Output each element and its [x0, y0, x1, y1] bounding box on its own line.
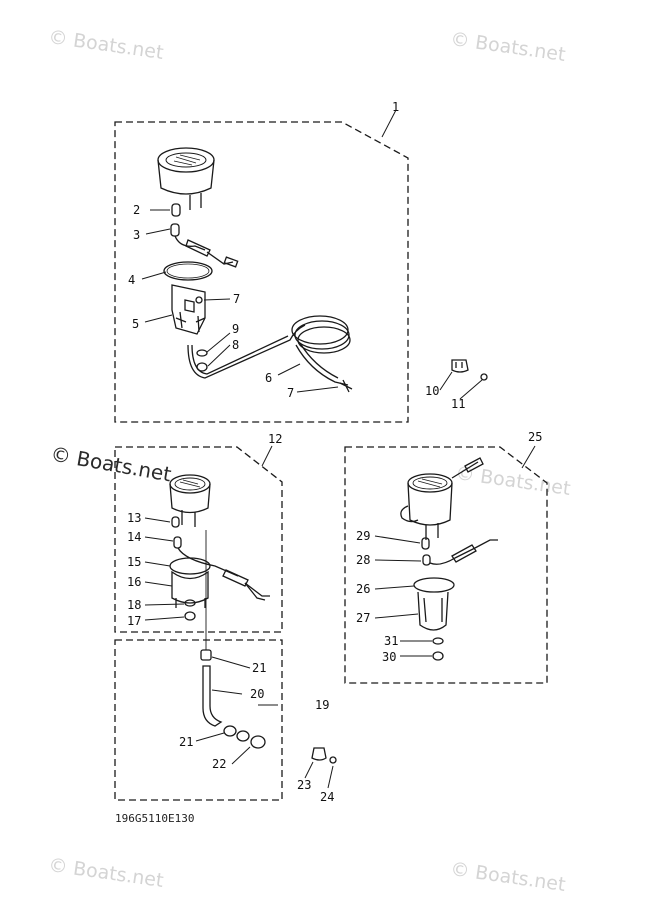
diagram-code: 196G5110E130 — [115, 812, 195, 825]
callout-23: 23 — [297, 778, 312, 792]
group-box-12 — [114, 446, 283, 633]
callout-7a: 7 — [233, 292, 241, 306]
nut-17 — [184, 611, 196, 621]
leader-lines — [141, 109, 536, 789]
meter-gauge-25 — [400, 457, 484, 540]
callout-19: 19 — [315, 698, 330, 712]
callout-12: 12 — [268, 432, 283, 446]
callout-31: 31 — [384, 634, 399, 648]
clip-23 — [311, 747, 327, 761]
callout-6: 6 — [265, 371, 273, 385]
lead-wire-14 — [173, 536, 270, 601]
lead-wire-28 — [422, 539, 498, 566]
bracket-16 — [171, 570, 209, 608]
washer-9 — [196, 349, 208, 357]
callout-21b: 21 — [179, 735, 194, 749]
callout-5: 5 — [132, 317, 140, 331]
callout-4: 4 — [128, 273, 136, 287]
callout-28: 28 — [356, 553, 371, 567]
bulb-13 — [171, 516, 180, 528]
washer-18 — [184, 599, 196, 607]
callout-25: 25 — [528, 430, 543, 444]
clip-10 — [451, 359, 469, 373]
bracket-27 — [417, 591, 449, 631]
fitting-21b — [223, 725, 237, 737]
callout-30: 30 — [382, 650, 397, 664]
washer-31 — [432, 637, 444, 645]
callout-24: 24 — [320, 790, 335, 804]
o-ring-4 — [163, 261, 213, 281]
callout-18: 18 — [127, 598, 142, 612]
callout-29: 29 — [356, 529, 371, 543]
callout-13: 13 — [127, 511, 142, 525]
fitting-7b — [339, 379, 353, 393]
fitting-21a — [200, 649, 212, 661]
o-ring-15 — [169, 557, 211, 575]
bracket-5 — [171, 284, 206, 335]
bulb-29 — [421, 537, 430, 550]
callout-9: 9 — [232, 322, 240, 336]
group-box-25 — [344, 446, 548, 684]
meter-gauge-12 — [169, 474, 211, 527]
screw-7a — [195, 296, 203, 304]
callout-20: 20 — [250, 687, 265, 701]
group-box-1 — [114, 121, 409, 423]
callout-11: 11 — [451, 397, 466, 411]
callout-3: 3 — [133, 228, 141, 242]
callout-10: 10 — [425, 384, 440, 398]
callout-27: 27 — [356, 611, 371, 625]
lead-wire-3 — [170, 223, 239, 268]
callout-22: 22 — [212, 757, 227, 771]
callout-17: 17 — [127, 614, 142, 628]
callout-26: 26 — [356, 582, 371, 596]
meter-gauge-1 — [157, 147, 215, 210]
hose-20 — [202, 665, 223, 727]
nipple-22 — [236, 730, 266, 749]
bulb-2 — [171, 203, 181, 217]
o-ring-26 — [413, 577, 455, 593]
hose-6 — [187, 315, 351, 386]
callout-14: 14 — [127, 530, 142, 544]
callout-16: 16 — [127, 575, 142, 589]
screw-11 — [480, 373, 488, 381]
group-box-19 — [114, 639, 283, 801]
callout-21a: 21 — [252, 661, 267, 675]
callout-1: 1 — [392, 100, 400, 114]
nut-30 — [432, 651, 444, 661]
screw-24 — [329, 756, 337, 764]
callout-7b: 7 — [287, 386, 295, 400]
callout-15: 15 — [127, 555, 142, 569]
callout-8: 8 — [232, 338, 240, 352]
callout-2: 2 — [133, 203, 141, 217]
